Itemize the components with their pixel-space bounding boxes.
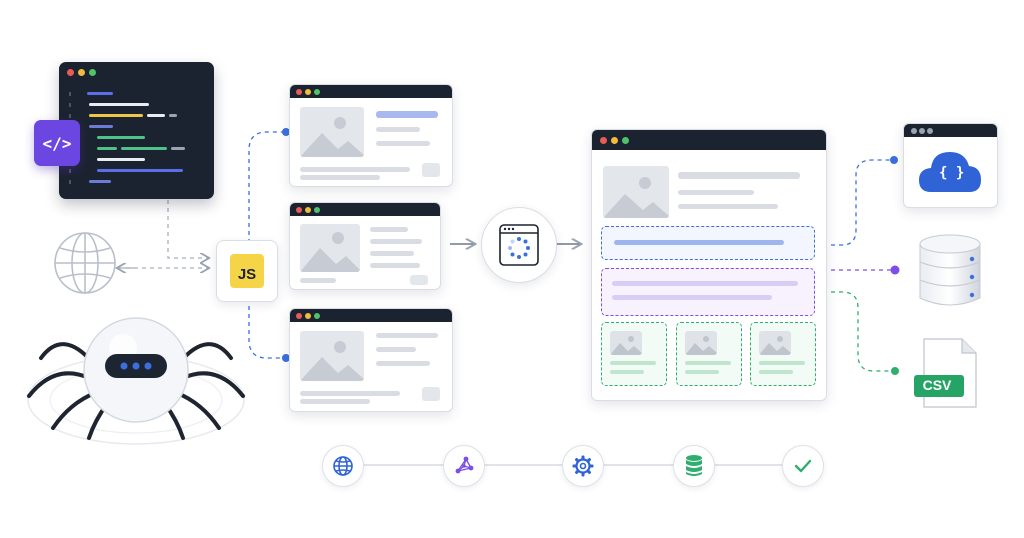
code-editor-window: [59, 62, 214, 199]
pipeline-step-storage: [673, 445, 715, 487]
result-to-csv-connector: [815, 291, 893, 372]
javascript-icon: JS: [230, 254, 264, 288]
pipeline-step-network: [443, 445, 485, 487]
globe-icon: [333, 456, 353, 476]
extracted-field-blue: [601, 226, 815, 260]
pipeline-step-globe: [322, 445, 364, 487]
image-placeholder: [300, 107, 364, 157]
csv-label: CSV: [922, 377, 952, 393]
image-placeholder: [300, 331, 364, 381]
pipeline-step-process: [562, 445, 604, 487]
parser-node: [481, 207, 557, 283]
structured-data-window: [591, 129, 827, 401]
image-placeholder: [603, 166, 669, 218]
csv-file-icon: [914, 338, 977, 408]
extracted-item-green: [676, 322, 742, 386]
loading-spinner-icon: [499, 224, 539, 266]
database-icon: [686, 455, 702, 476]
extracted-item-green: [750, 322, 816, 386]
js-to-page-top-connector: [248, 131, 285, 243]
js-to-page-bottom-connector: [248, 298, 285, 359]
checkmark-icon: [794, 459, 812, 473]
scraped-page-window: [289, 308, 453, 412]
code-to-js-connector: [167, 200, 208, 258]
pipeline-step-done: [782, 445, 824, 487]
gear-icon: [572, 455, 594, 477]
code-badge: </>: [34, 120, 80, 166]
network-icon: [455, 456, 474, 474]
code-icon: </>: [42, 133, 72, 153]
api-output-window: { }: [903, 123, 998, 208]
result-to-api-connector: [815, 159, 893, 246]
cloud-api-icon: [919, 152, 981, 192]
extracted-item-green: [601, 322, 667, 386]
scraped-page-window: [289, 84, 453, 187]
code-lines: [69, 92, 185, 184]
extracted-field-purple: [601, 268, 815, 316]
globe-icon: [54, 232, 116, 294]
spider-robot-icon: [27, 317, 245, 445]
javascript-node: JS: [216, 240, 278, 302]
scraped-page-window: [289, 202, 441, 290]
image-placeholder: [300, 224, 360, 272]
database-icon: [919, 234, 981, 306]
